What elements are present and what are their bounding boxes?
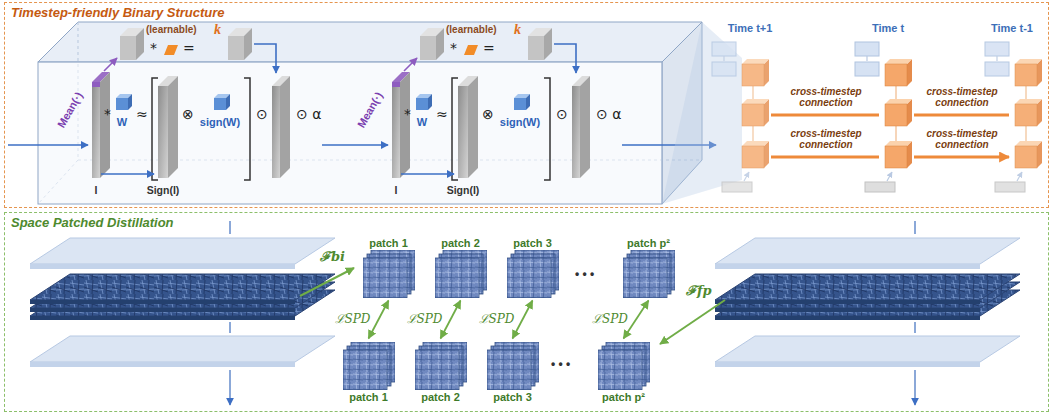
patch-label: patch 1 [360,236,418,250]
patch-group: patch 3 [484,342,542,404]
patch-group: patch 2 [432,236,490,298]
weight-label: sign(W) [500,116,540,129]
patch-map [343,350,387,390]
weight-label: sign(W) [200,116,240,129]
patch-feature-stack [507,250,559,298]
binary-feature-stack [30,221,335,405]
function-label: ℱfp [686,284,712,299]
patch-group: patch p² [620,236,678,298]
feature-label: I [395,184,398,196]
patch-feature-stack [435,250,487,298]
patch-feature-stack [343,342,395,390]
patch-feature-stack [487,342,539,390]
timestep-column [855,42,912,192]
math-operator: ⊗ [482,106,494,122]
math-operator: * [450,40,457,56]
patch-label: patch 2 [432,236,490,250]
ellipsis: • • • [551,358,570,372]
patch-label: patch 1 [340,390,398,404]
math-operator: * [404,106,411,122]
patch-map [435,258,479,298]
math-operator: ⊙ [556,106,568,122]
connection-label: cross-timestep connection [914,128,1010,150]
weight-label: W [117,116,127,129]
patch-group: patch p² [595,342,653,404]
section-panel: Space Patched Distillation patch 1 patch 2… [4,212,1049,412]
kernel-symbol: k [214,22,221,38]
math-operator: ≈ [436,106,448,122]
patch-label: patch p² [595,390,653,404]
patch-map [507,258,551,298]
math-operator: ⊗ [182,106,194,122]
feature-label: I [95,184,98,196]
operator-label: Mean(·) [55,90,86,130]
patch-label: patch 2 [412,390,470,404]
math-operator: ⊙ [256,106,268,122]
section-title: Space Patched Distillation [11,215,174,230]
feature-label: Sign(I) [447,184,480,196]
patch-map [487,350,531,390]
annotation: (learnable) [146,24,197,36]
patch-group: patch 2 [412,342,470,404]
box-front-face [38,62,662,204]
connection-label: cross-timestep connection [914,86,1010,108]
patch-split-arrow [300,268,354,296]
math-operator: = [183,40,195,56]
loss-label: ℒSPD [407,313,443,327]
patch-feature-stack [623,250,675,298]
patch-label: patch 3 [504,236,562,250]
flow-arrow [8,144,88,146]
ellipsis: • • • [575,268,594,282]
patch-map [598,350,642,390]
weight-label: W [417,116,427,129]
loss-label: ℒSPD [592,313,628,327]
patch-feature-stack [363,250,415,298]
math-operator: ≈ [136,106,148,122]
timestep-column [712,42,769,192]
cross-timestep-arrow [771,115,1009,157]
timestep-label: Time t+1 [728,22,773,35]
timestep-label: Time t-1 [991,22,1033,35]
distillation-arrow [369,301,389,339]
kernel-symbol: k [514,22,521,38]
patch-map [623,258,667,298]
patch-split-arrow [660,300,725,344]
full-precision-feature-stack [715,221,1020,405]
operator-label: Mean(·) [355,90,386,130]
math-operator: * [104,106,111,122]
patch-group: patch 1 [360,236,418,298]
distillation-arrow [441,301,461,339]
binary-unit [392,28,590,180]
distillation-arrow [513,301,533,339]
patch-group: patch 1 [340,342,398,404]
timestep-label: Time t [872,22,904,35]
binary-unit [92,28,290,180]
patch-label: patch 3 [484,390,542,404]
feature-label: Sign(I) [147,184,180,196]
patch-map [415,350,459,390]
section-title: Timestep-friendly Binary Structure [11,5,225,20]
loss-label: ℒSPD [479,313,515,327]
box-hidden-edges [38,22,702,204]
math-operator: ⊙ α [596,106,621,122]
math-operator: = [483,40,495,56]
flow-arrow [322,144,388,146]
timestep-column [985,42,1042,192]
patch-group: patch 3 [504,236,562,298]
math-operator: ⊙ α [296,106,321,122]
function-label: ℱbi [320,250,345,265]
math-operator: * [150,40,157,56]
annotation: (learnable) [446,24,497,36]
connection-label: cross-timestep connection [778,128,874,150]
patch-feature-stack [415,342,467,390]
patch-feature-stack [598,342,650,390]
patch-map [363,258,407,298]
connection-label: cross-timestep connection [778,86,874,108]
patch-label: patch p² [620,236,678,250]
loss-label: ℒSPD [335,313,371,327]
